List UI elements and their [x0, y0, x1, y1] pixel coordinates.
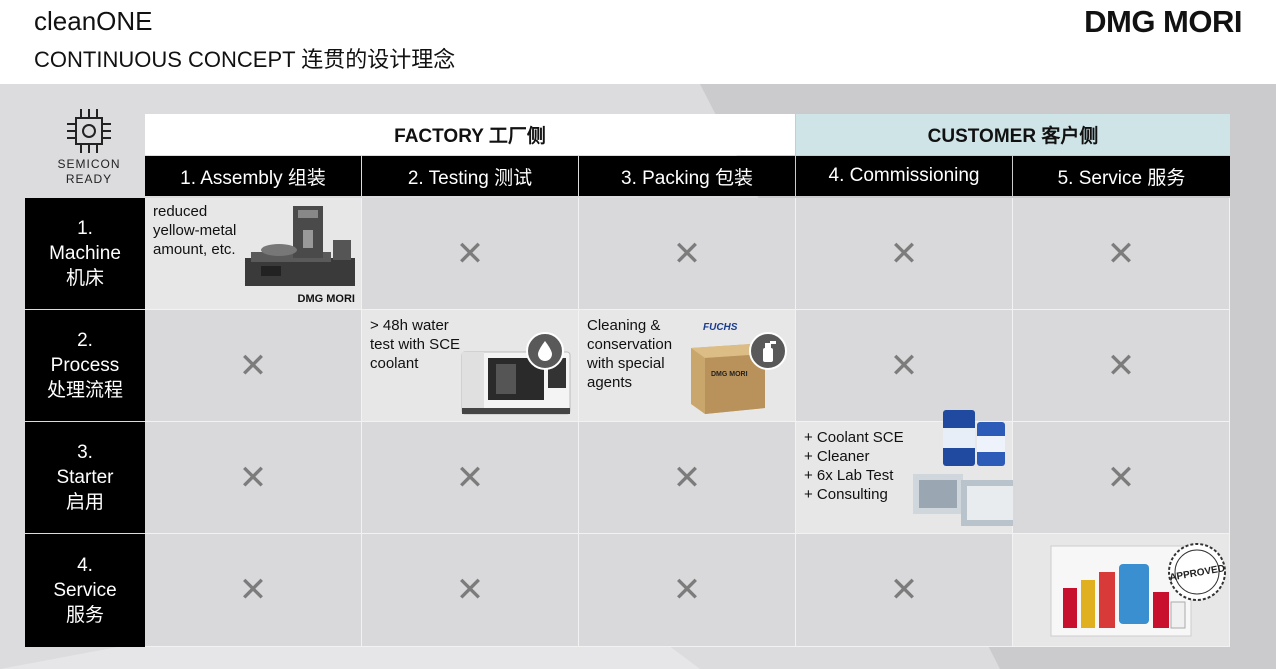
row-number: 3. — [77, 442, 93, 463]
not-applicable-icon: ✕ — [889, 234, 919, 273]
spray-bottle-icon — [749, 332, 787, 370]
not-applicable-icon: ✕ — [238, 571, 268, 609]
not-applicable-icon: ✕ — [889, 571, 919, 609]
cell-starter-service: ✕ — [1013, 422, 1230, 534]
cell-service-packing: ✕ — [579, 534, 796, 647]
row-header-process: 2. Process 处理流程 — [25, 310, 145, 421]
coolant-lab-image — [913, 410, 1025, 526]
row-header-starter: 3. Starter 启用 — [25, 422, 145, 533]
row-name-cn: 机床 — [65, 268, 104, 289]
row-name-cn: 启用 — [65, 492, 104, 513]
cell-machine-commissioning: ✕ — [796, 198, 1013, 310]
not-applicable-icon: ✕ — [238, 346, 268, 385]
row-name: Service — [53, 580, 117, 601]
ready-label: READY — [65, 172, 113, 186]
col-header-testing: 2. Testing 测试 — [362, 156, 578, 196]
cell-machine-testing: ✕ — [362, 198, 579, 310]
not-applicable-icon: ✕ — [455, 234, 485, 273]
crate-logo-text: DMG MORI — [711, 371, 748, 378]
fuchs-logo-text: FUCHS — [703, 322, 738, 333]
concept-matrix: SEMICON READY FACTORY 工厂侧 CUSTOMER 客户侧 1… — [0, 84, 1276, 669]
cell-process-packing: Cleaning & conservation with special age… — [579, 310, 796, 422]
semicon-ready-badge: SEMICON READY — [36, 106, 142, 196]
col-header-commissioning: 4. Commissioning — [796, 156, 1012, 196]
machine-image: DMG MORI — [245, 206, 355, 305]
row-name-cn: 服务 — [65, 605, 104, 626]
not-applicable-icon: ✕ — [1106, 458, 1136, 497]
row-name: Machine — [49, 243, 121, 264]
slide-title: cleanONE — [34, 6, 153, 36]
cell-machine-assembly: reduced yellow-metal amount, etc. DMG MO… — [145, 198, 362, 310]
cell-starter-packing: ✕ — [579, 422, 796, 534]
not-applicable-icon: ✕ — [1106, 234, 1136, 273]
cell-service-commissioning: ✕ — [796, 534, 1013, 647]
row-number: 2. — [77, 330, 93, 351]
row-name-cn: 处理流程 — [46, 380, 123, 401]
cell-process-testing: > 48h water test with SCE coolant — [362, 310, 579, 422]
cell-service-testing: ✕ — [362, 534, 579, 647]
machine-logo-text: DMG MORI — [298, 293, 355, 305]
cell-machine-packing: ✕ — [579, 198, 796, 310]
col-header-packing: 3. Packing 包装 — [579, 156, 795, 196]
cell-service-assembly: ✕ — [145, 534, 362, 647]
not-applicable-icon: ✕ — [672, 571, 702, 609]
chip-icon — [67, 109, 111, 153]
not-applicable-icon: ✕ — [672, 458, 702, 497]
not-applicable-icon: ✕ — [1106, 346, 1136, 385]
col-header-service: 5. Service 服务 — [1013, 156, 1230, 196]
cell-process-assembly: ✕ — [145, 310, 362, 422]
cell-text: reduced yellow-metal amount, etc. — [153, 203, 237, 258]
packing-crate-image: FUCHS DMG MORI — [691, 322, 765, 414]
row-number: 4. — [77, 555, 93, 576]
row-name: Process — [50, 355, 120, 376]
cell-starter-commissioning: + Coolant SCE + Cleaner + 6x Lab Test + … — [796, 410, 1025, 534]
cell-service-service: APPROVED — [1013, 534, 1230, 647]
customer-group-header: CUSTOMER 客户侧 — [796, 114, 1230, 155]
not-applicable-icon: ✕ — [889, 346, 919, 385]
dmg-mori-logo: DMG MORI — [1084, 4, 1242, 39]
cell-process-service: ✕ — [1013, 310, 1230, 422]
semicon-label: SEMICON — [57, 157, 121, 171]
slide-header: cleanONE CONTINUOUS CONCEPT 连贯的设计理念 DMG … — [0, 0, 1276, 84]
cell-text: + Coolant SCE + Cleaner + 6x Lab Test + … — [804, 429, 904, 503]
row-header-service: 4. Service 服务 — [25, 534, 145, 647]
water-drop-icon — [526, 332, 564, 370]
cell-text: > 48h water test with SCE coolant — [370, 317, 461, 372]
not-applicable-icon: ✕ — [455, 458, 485, 497]
not-applicable-icon: ✕ — [455, 571, 485, 609]
cell-starter-testing: ✕ — [362, 422, 579, 534]
cell-text: Cleaning & conservation with special age… — [587, 317, 673, 391]
service-products-image: APPROVED — [1050, 543, 1226, 637]
cell-starter-assembly: ✕ — [145, 422, 362, 534]
not-applicable-icon: ✕ — [672, 234, 702, 273]
slide-subtitle: CONTINUOUS CONCEPT 连贯的设计理念 — [34, 47, 456, 72]
cell-machine-service: ✕ — [1013, 198, 1230, 310]
cell-process-commissioning: ✕ — [796, 310, 1013, 422]
not-applicable-icon: ✕ — [238, 458, 268, 497]
factory-group-header: FACTORY 工厂侧 — [145, 114, 795, 155]
row-name: Starter — [56, 467, 114, 488]
row-header-machine: 1. Machine 机床 — [25, 198, 145, 309]
row-number: 1. — [77, 218, 93, 239]
col-header-assembly: 1. Assembly 组装 — [145, 156, 361, 196]
